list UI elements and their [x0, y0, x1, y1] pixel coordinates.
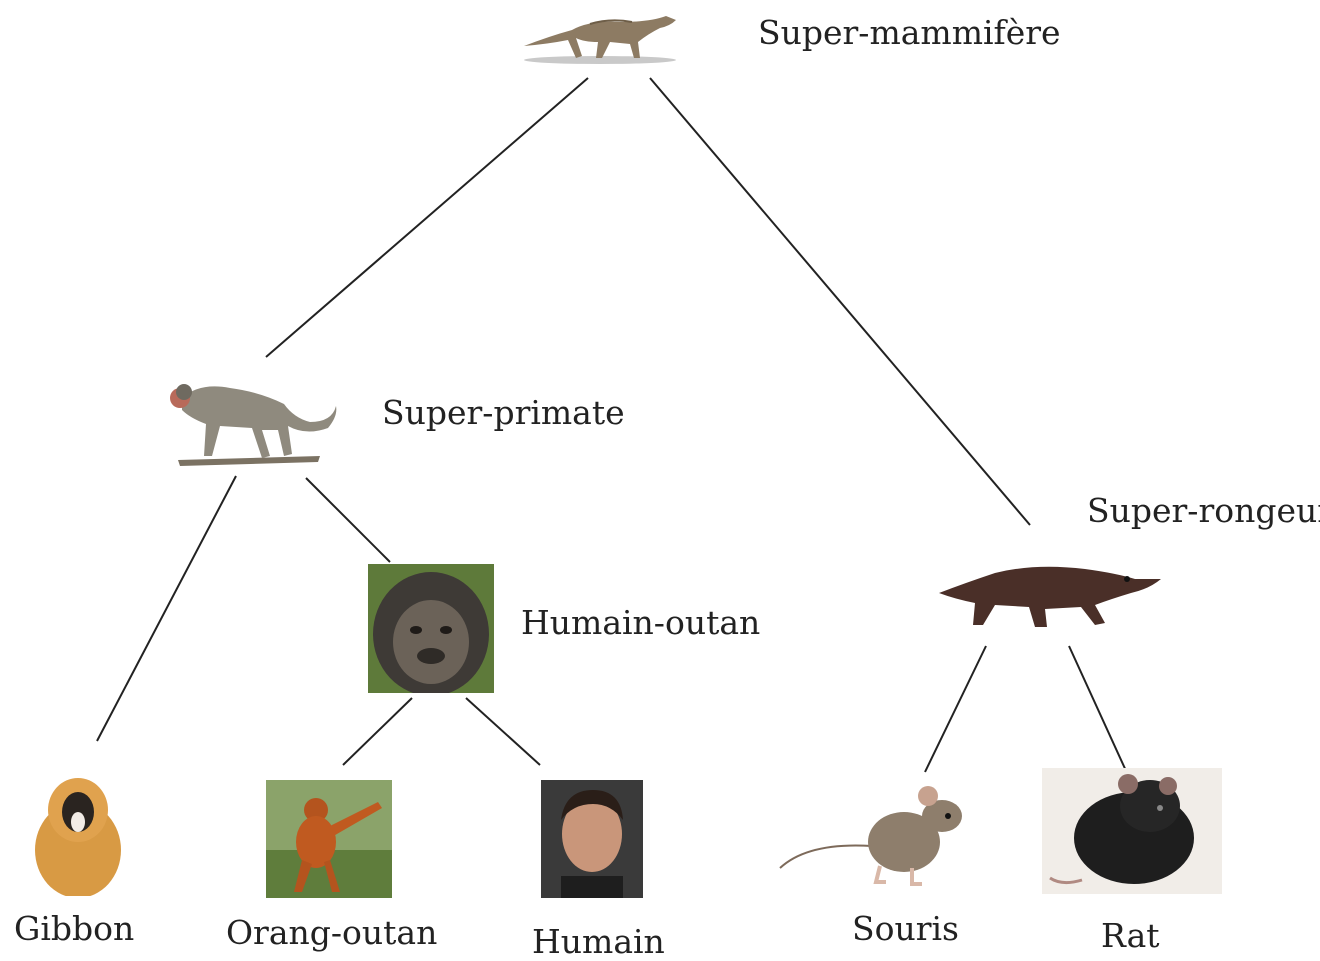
super-primate-image — [160, 370, 350, 470]
orang-outan-label: Orang-outan — [226, 916, 437, 949]
edge-super-rongeur-souris — [925, 646, 986, 772]
orang-outan-image — [266, 780, 392, 898]
edge-super-primate-humain-outan — [306, 478, 390, 562]
humain-outan-label: Humain-outan — [521, 606, 760, 639]
super-mammifere-image — [520, 8, 682, 66]
edge-super-mammifere-super-primate — [266, 78, 588, 357]
souris-image — [778, 780, 968, 890]
gibbon-image — [35, 770, 121, 896]
rat-label: Rat — [1101, 919, 1160, 952]
super-rongeur-label: Super-rongeur — [1087, 494, 1320, 527]
super-rongeur-image — [935, 555, 1165, 635]
edge-humain-outan-orang-outan — [343, 698, 412, 765]
edge-super-mammifere-super-rongeur — [650, 78, 1030, 525]
edge-super-rongeur-rat — [1069, 646, 1127, 773]
humain-image — [541, 780, 643, 898]
edge-super-primate-gibbon — [97, 476, 236, 741]
gibbon-label: Gibbon — [14, 912, 134, 945]
souris-label: Souris — [852, 912, 959, 945]
rat-image — [1042, 768, 1222, 894]
humain-outan-image — [368, 564, 494, 693]
humain-label: Humain — [532, 925, 665, 958]
super-mammifere-label: Super-mammifère — [758, 16, 1061, 49]
super-primate-label: Super-primate — [382, 396, 625, 429]
edge-humain-outan-humain — [466, 698, 540, 765]
